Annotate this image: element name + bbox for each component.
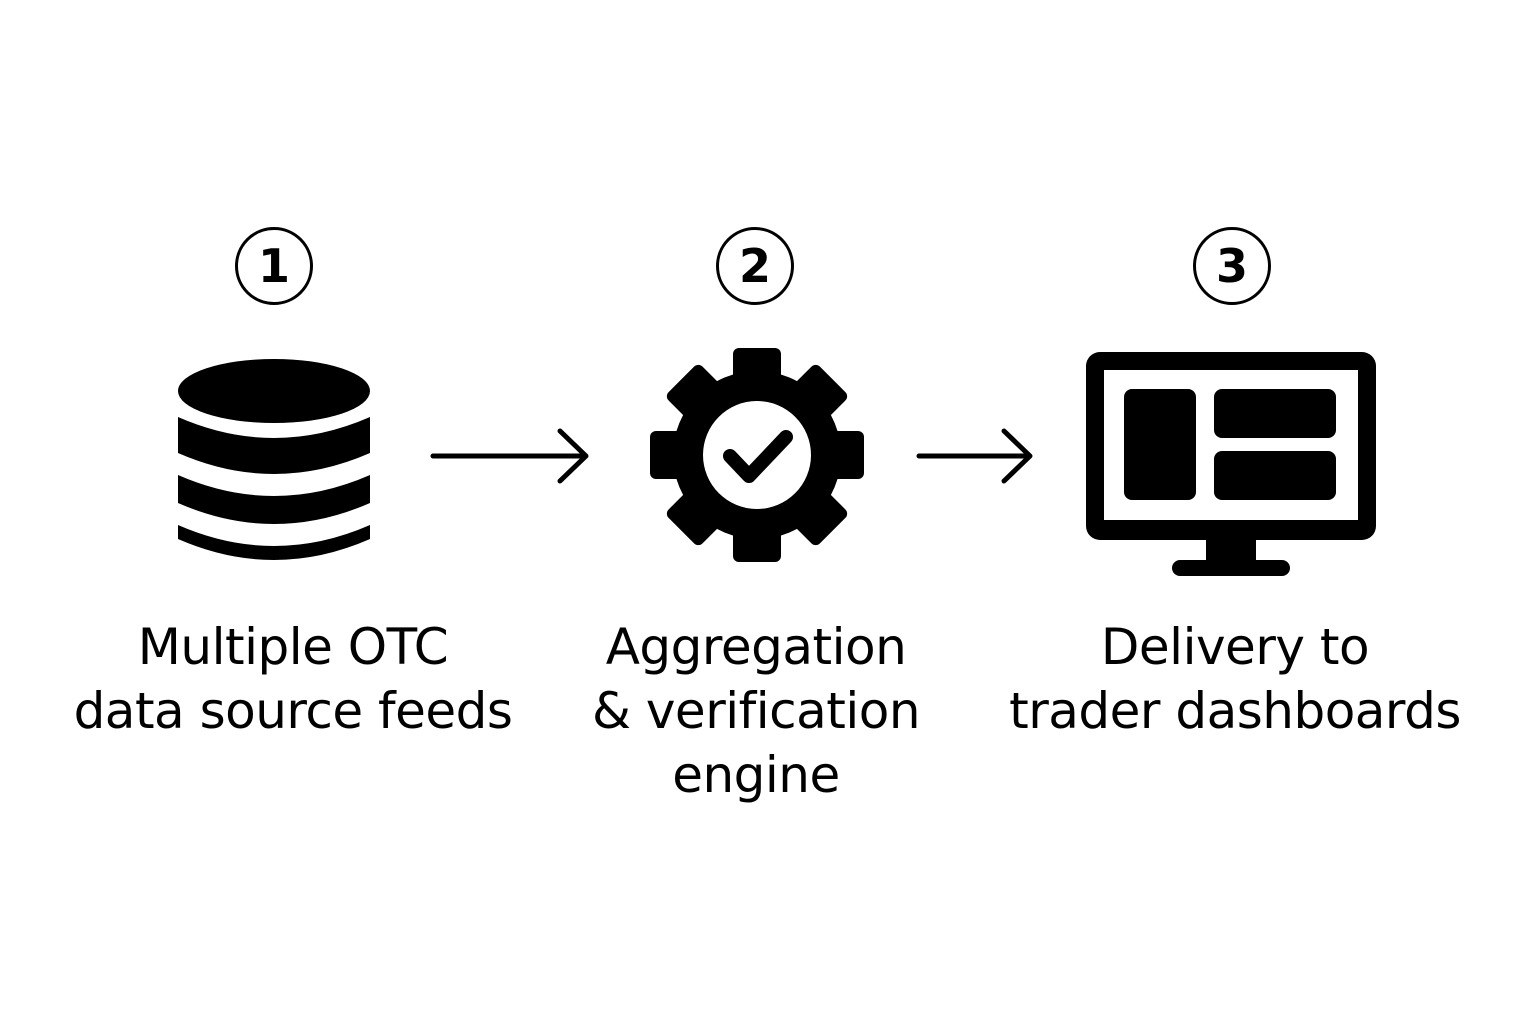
step-1-number-badge: 1 (235, 227, 313, 305)
step-2-label-line-3: engine (672, 746, 840, 804)
step-3-label-line-2: trader dashboards (1009, 682, 1461, 740)
arrow-right-icon (430, 428, 589, 484)
monitor-dashboard-icon (1086, 352, 1376, 576)
step-3-number-badge: 3 (1193, 227, 1271, 305)
database-icon (178, 359, 370, 560)
step-3-label: Delivery to trader dashboards (985, 615, 1485, 743)
step-2-label: Aggregation & verification engine (506, 615, 1006, 807)
arrow-right-icon (916, 428, 1033, 484)
step-1-label-line-1: Multiple OTC (137, 618, 449, 676)
step-3-label-line-1: Delivery to (1100, 618, 1370, 676)
step-2-label-line-1: Aggregation (605, 618, 907, 676)
step-2-label-line-2: & verification (591, 682, 921, 740)
step-1-label: Multiple OTC data source feeds (43, 615, 543, 743)
step-3-number: 3 (1215, 239, 1248, 293)
step-1-number: 1 (257, 239, 290, 293)
step-2-number-badge: 2 (716, 227, 794, 305)
gear-check-icon (650, 348, 864, 562)
step-2-number: 2 (738, 239, 771, 293)
step-1-label-line-2: data source feeds (73, 682, 513, 740)
